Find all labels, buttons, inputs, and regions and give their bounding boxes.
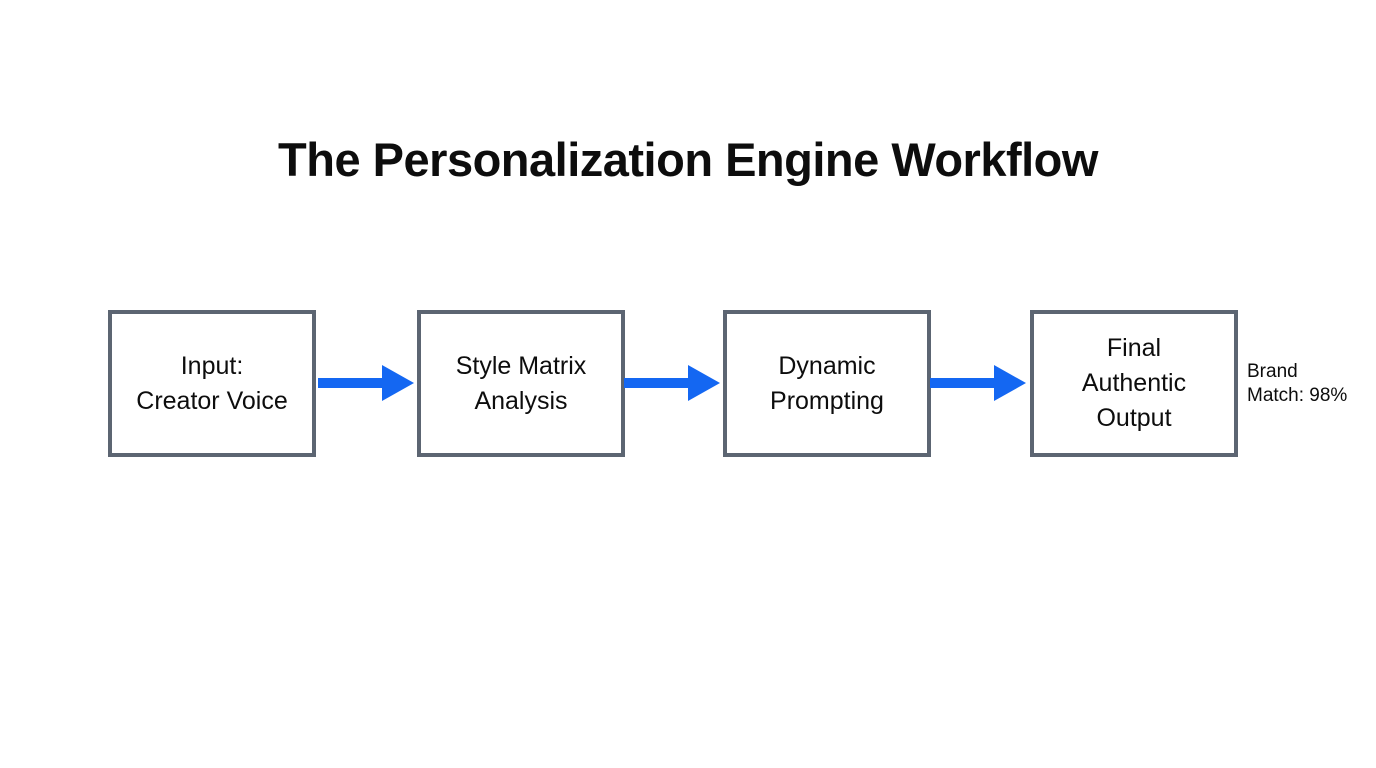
- step-label-line: Input:: [180, 351, 244, 380]
- arrow-right-icon: [318, 365, 414, 401]
- step-label-line: Analysis: [474, 386, 568, 415]
- arrow-right-icon: [930, 365, 1026, 401]
- step-label-line: Style Matrix: [455, 351, 587, 380]
- step-label-line: Authentic: [1081, 369, 1187, 397]
- step-box-input-creator-voice: Input: Creator Voice: [108, 310, 316, 457]
- step-label-line: Final: [1106, 334, 1162, 362]
- step-label-line: Output: [1096, 404, 1172, 432]
- annotation-line: Brand: [1247, 361, 1298, 382]
- step-box-dynamic-prompting: Dynamic Prompting: [723, 310, 931, 457]
- step-box-style-matrix-analysis: Style Matrix Analysis: [417, 310, 625, 457]
- step-label-line: Creator Voice: [136, 386, 288, 415]
- arrow-right-icon: [624, 365, 720, 401]
- step-label-line: Dynamic: [778, 351, 876, 380]
- step-label-line: Prompting: [770, 386, 884, 415]
- brand-match-annotation: Brand Match: 98%: [1247, 360, 1347, 407]
- annotation-line: Match: 98%: [1247, 384, 1348, 406]
- diagram-title: The Personalization Engine Workflow: [278, 133, 1098, 186]
- step-box-final-authentic-output: Final Authentic Output: [1030, 310, 1238, 457]
